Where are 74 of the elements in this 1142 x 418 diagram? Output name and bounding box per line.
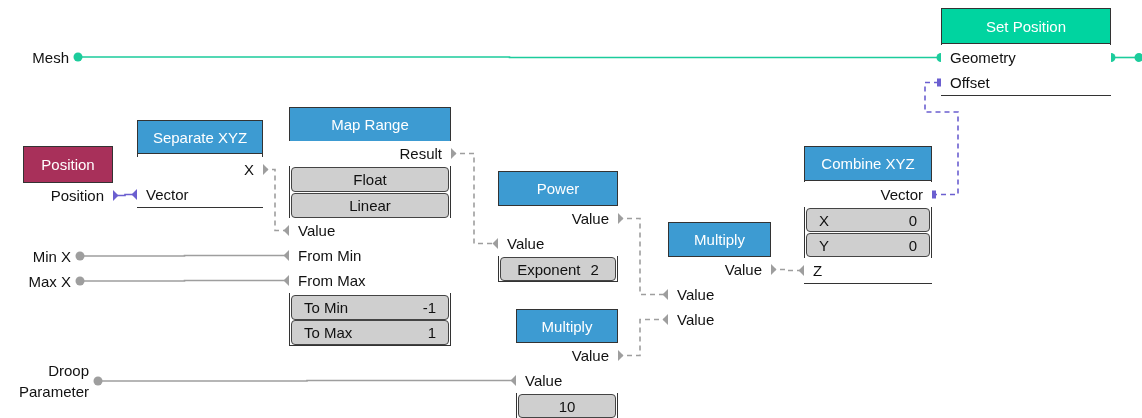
node-card xyxy=(289,107,451,346)
node-title: Separate XYZ xyxy=(138,121,262,154)
node-title: Combine XYZ xyxy=(805,147,931,181)
socket-label: Value xyxy=(668,307,771,332)
field-value: 2 xyxy=(590,260,599,278)
socket-label: Value xyxy=(516,343,618,368)
socket-label: Vector xyxy=(804,182,932,207)
node-title: Multiply xyxy=(517,310,617,343)
field-value: 0 xyxy=(908,211,917,229)
value-field xyxy=(806,233,930,257)
socket-label: Value xyxy=(668,257,771,282)
node-label: Value xyxy=(677,286,715,303)
field-label: To Min xyxy=(304,299,349,316)
node-label: Value xyxy=(571,210,609,227)
socket-label: Geometry xyxy=(941,45,1111,70)
node-title: Multiply xyxy=(669,223,770,257)
node-label: X xyxy=(243,161,254,178)
value-field: Linear xyxy=(291,193,449,218)
field-label: Y xyxy=(819,236,829,254)
field-value: 0 xyxy=(908,236,917,254)
node-label: Value xyxy=(677,311,715,328)
input-label: Max X xyxy=(10,270,80,292)
value-field: 10 xyxy=(518,394,616,418)
value-field xyxy=(291,320,449,345)
field-label: Exponent xyxy=(517,260,581,278)
connector xyxy=(924,78,959,199)
node-title: Map Range xyxy=(290,108,450,142)
node-label: Offset xyxy=(950,74,990,91)
value-field xyxy=(291,295,449,320)
node-label: Position xyxy=(50,187,104,204)
node-card xyxy=(516,309,618,418)
node-label: Value xyxy=(298,222,336,239)
socket-label: Offset xyxy=(941,70,1111,95)
socket-label: Z xyxy=(804,258,932,283)
node-label: From Max xyxy=(298,272,366,289)
field-value: -1 xyxy=(422,299,436,316)
input-label: Droop Parameter xyxy=(20,360,98,402)
field-value: 1 xyxy=(427,324,436,341)
input-label: Min X xyxy=(10,245,80,267)
field-label: To Max xyxy=(304,324,353,341)
node-card xyxy=(941,8,1111,96)
node-card xyxy=(498,171,618,282)
value-field: Float xyxy=(291,167,449,192)
socket-label: Vector xyxy=(137,182,263,207)
node-label: Result xyxy=(399,145,442,162)
node-label: Value xyxy=(571,347,609,364)
node-label: Z xyxy=(813,262,823,279)
node-title: Position xyxy=(24,147,112,183)
input-label: Mesh xyxy=(10,46,78,68)
field-label: X xyxy=(819,211,829,229)
node-label: Vector xyxy=(146,186,189,203)
socket-label: Value xyxy=(498,206,618,231)
socket-label: Value xyxy=(516,368,618,393)
socket-label: Value xyxy=(289,218,451,243)
socket-label: Position xyxy=(23,183,113,208)
node-label: From Min xyxy=(298,247,362,264)
node-label: Value xyxy=(507,235,545,252)
socket-label: Result xyxy=(289,141,451,166)
node-label: Value xyxy=(525,372,563,389)
node-label: Value xyxy=(724,261,762,278)
socket-label: Value xyxy=(668,282,771,307)
socket-label: X xyxy=(137,157,263,182)
node-card xyxy=(23,146,113,208)
value-field xyxy=(806,208,930,232)
node-card xyxy=(804,146,932,284)
node-title: Set Position xyxy=(942,9,1110,44)
node-title: Power xyxy=(499,172,617,206)
socket-label: From Max xyxy=(289,268,451,293)
node-label: Geometry xyxy=(950,49,1016,66)
value-field xyxy=(500,257,616,281)
socket-label: Value xyxy=(498,231,618,256)
node-card xyxy=(137,120,263,208)
node-label: Vector xyxy=(880,186,923,203)
socket-label: From Min xyxy=(289,243,451,268)
